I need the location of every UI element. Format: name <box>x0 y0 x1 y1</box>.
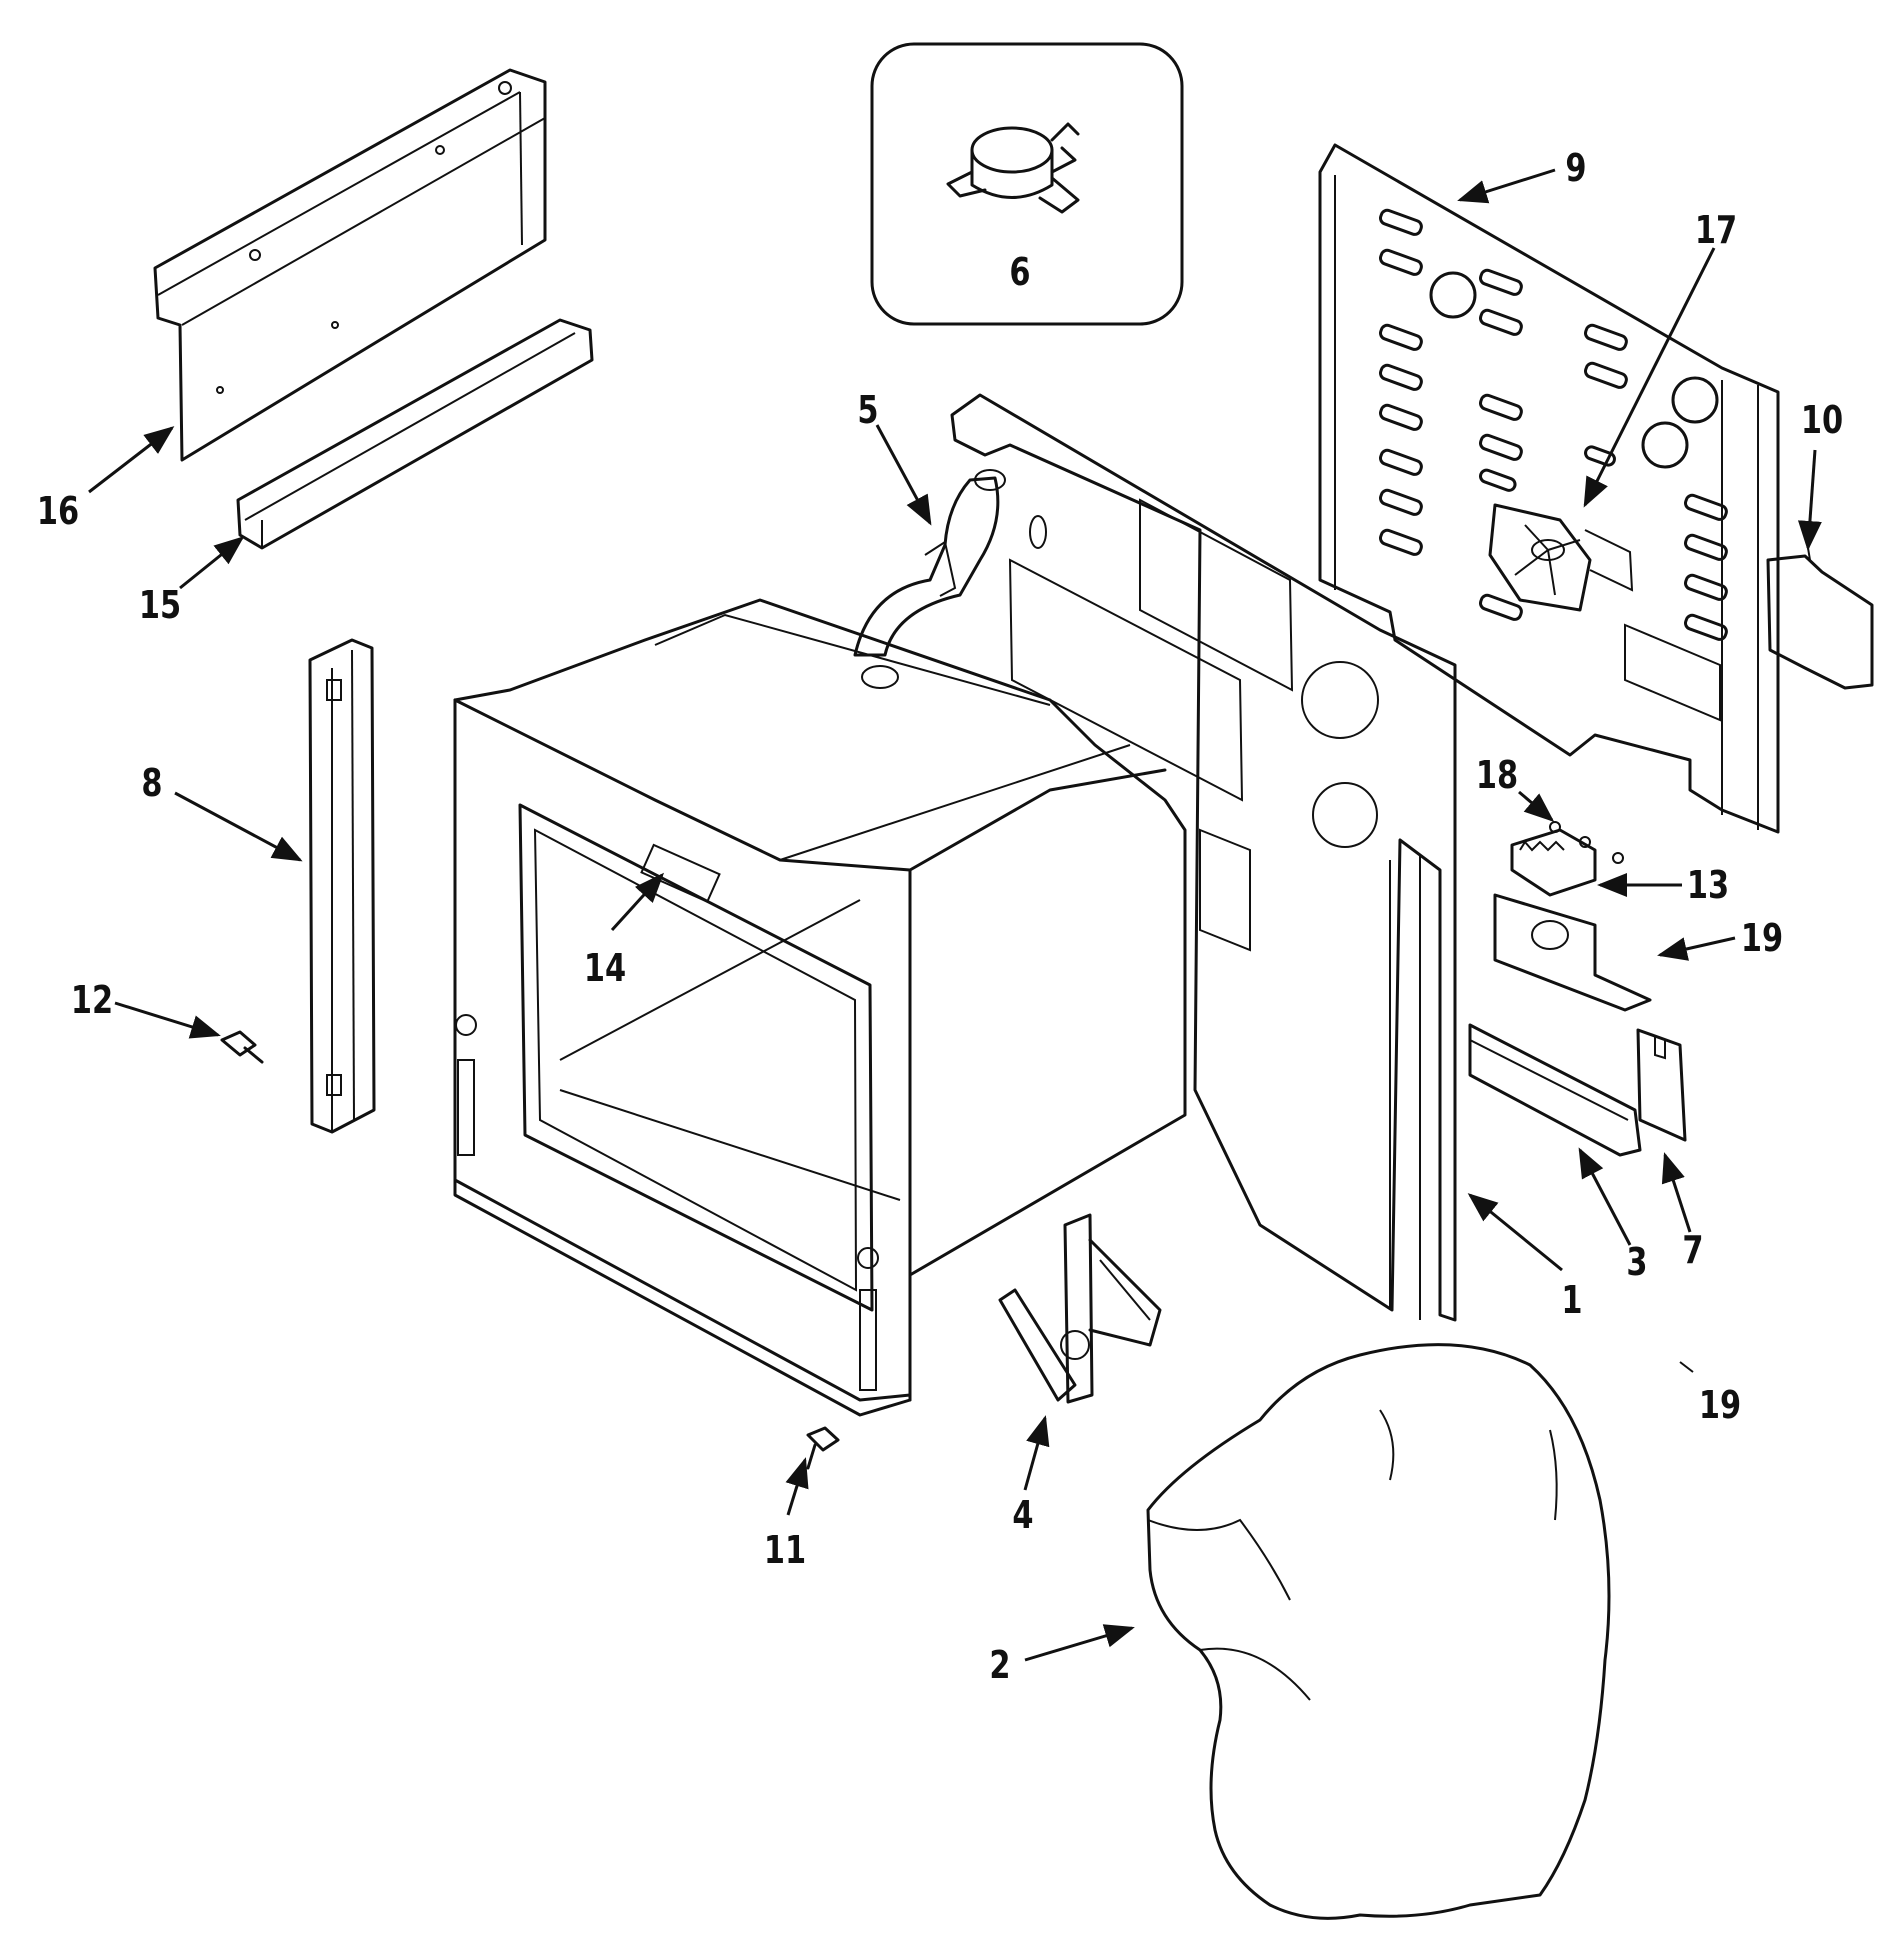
part-3-bracket <box>1468 1023 1642 1157</box>
callout-3: 3 <box>1626 1240 1648 1284</box>
part-17-fan-motor <box>1488 503 1634 612</box>
callout-15: 15 <box>138 583 182 627</box>
oven-cavity <box>453 598 1187 1417</box>
part-9-rear-panel <box>1318 143 1780 834</box>
part-1-back-panel <box>950 393 1457 1322</box>
vent-slots <box>1379 208 1728 641</box>
part-7-plate <box>1636 1028 1687 1142</box>
callout-17: 17 <box>1694 208 1738 252</box>
callout-11: 11 <box>763 1528 807 1572</box>
callout-13: 13 <box>1686 863 1730 907</box>
part-19-bracket <box>1493 893 1652 1012</box>
part-8-rail <box>308 638 376 1134</box>
leader-arrows <box>88 168 1822 1662</box>
callout-10: 10 <box>1800 398 1844 442</box>
callout-14: 14 <box>583 946 627 990</box>
callout-1: 1 <box>1561 1278 1583 1322</box>
part-11-screw <box>806 1426 840 1470</box>
part-13-terminal-block <box>1510 828 1597 897</box>
callout-2: 2 <box>989 1643 1011 1687</box>
callout-19-upper: 19 <box>1740 916 1784 960</box>
part-6-inset <box>870 42 1184 326</box>
part-4-hinge <box>998 1213 1162 1404</box>
part-16-panel <box>153 68 547 462</box>
part-15-bracket <box>236 318 594 550</box>
callout-9: 9 <box>1565 146 1587 190</box>
part-5-tube <box>853 469 1006 689</box>
part-12-screw <box>220 1030 264 1064</box>
callout-8: 8 <box>141 761 163 805</box>
part-2-insulation <box>1146 1343 1611 1920</box>
callout-16: 16 <box>36 489 80 533</box>
callout-5: 5 <box>857 388 879 432</box>
callout-19-lower: 19 <box>1698 1383 1742 1427</box>
callout-6: 6 <box>1009 250 1031 294</box>
callout-18: 18 <box>1475 753 1519 797</box>
callout-7: 7 <box>1682 1228 1704 1272</box>
callout-12: 12 <box>70 978 114 1022</box>
callout-4: 4 <box>1012 1493 1034 1537</box>
